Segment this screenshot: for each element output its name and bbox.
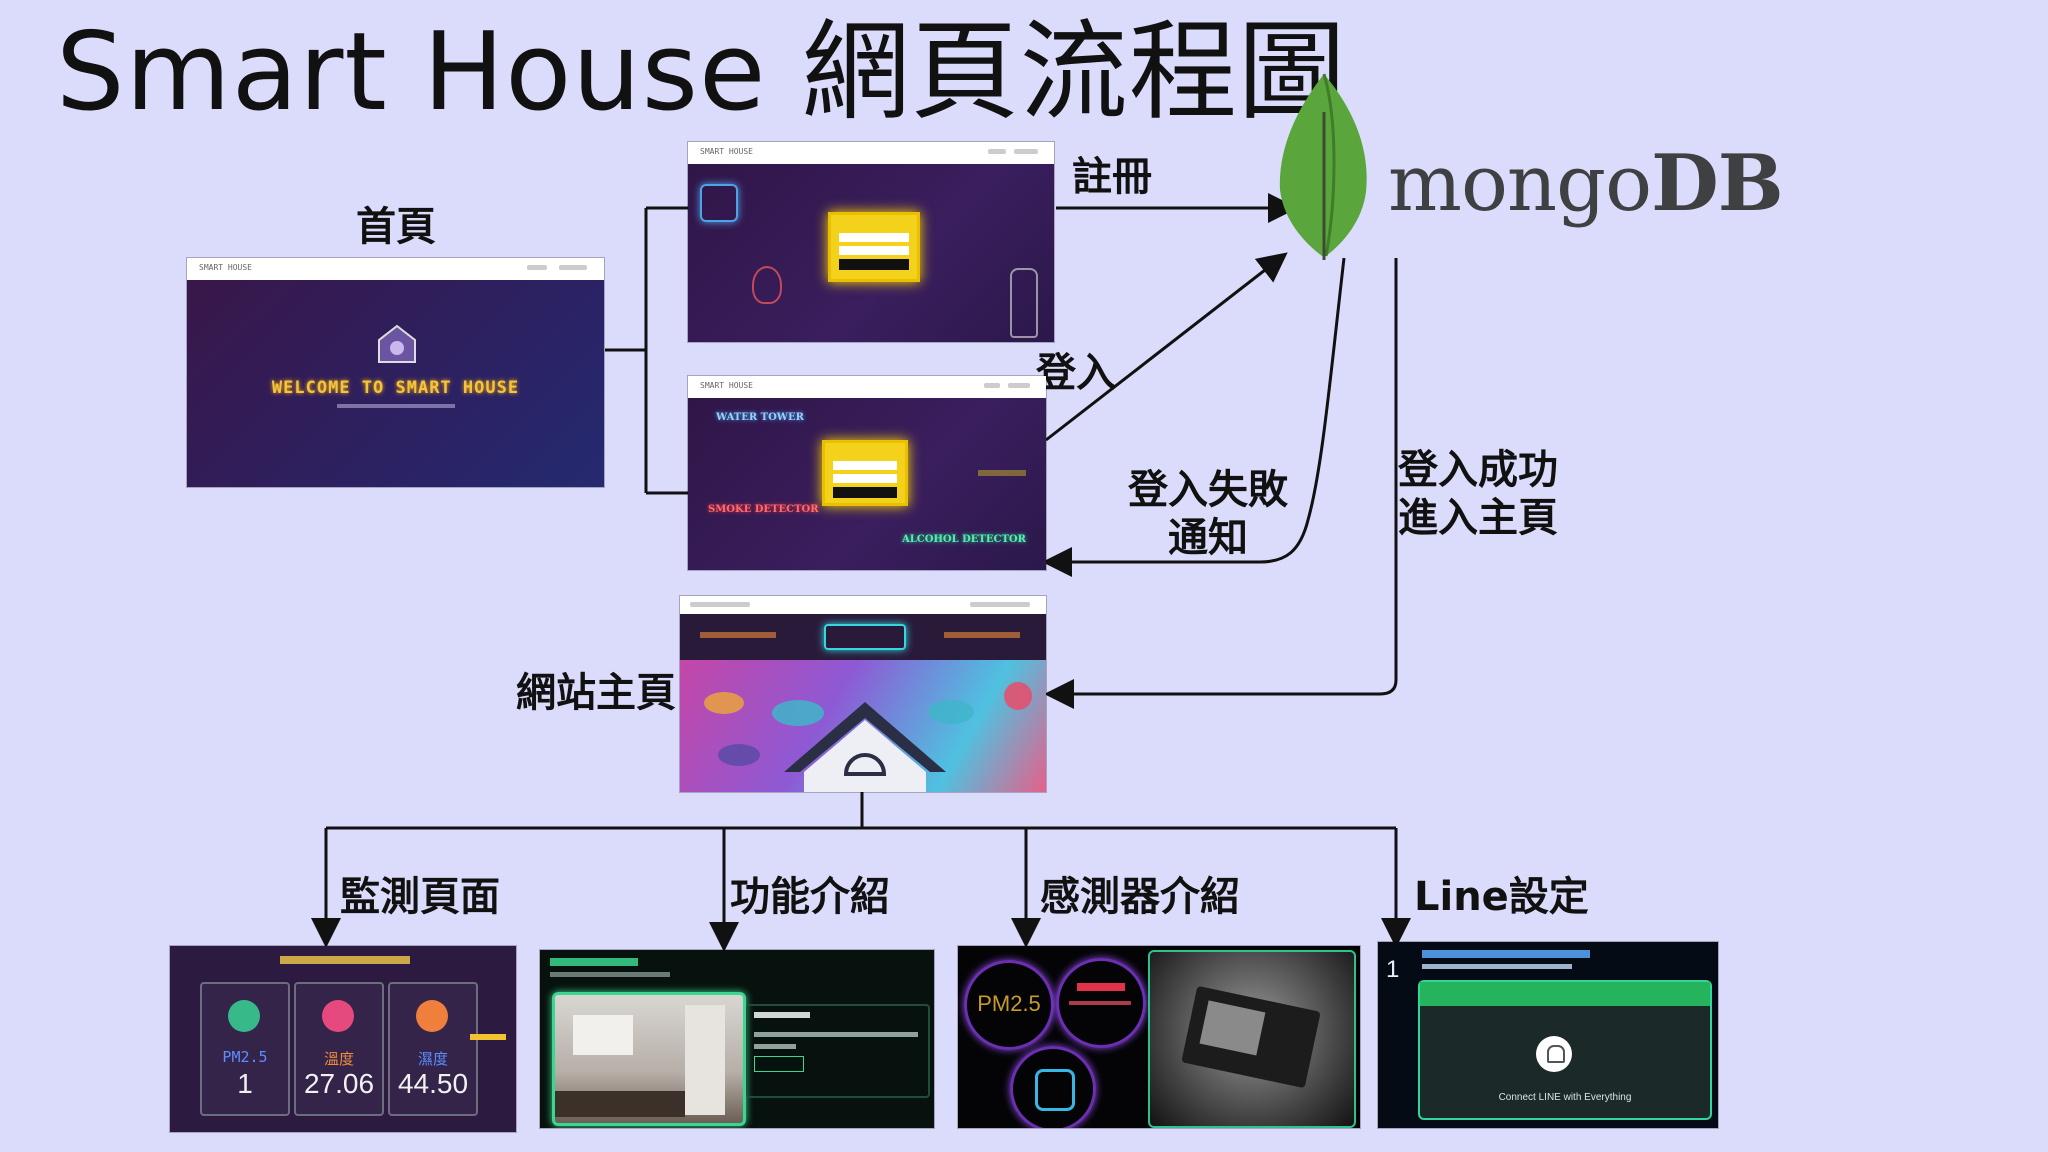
sensor-dot — [228, 1000, 260, 1032]
step-number: 1 — [1386, 956, 1400, 983]
label-features: 功能介紹 — [730, 874, 890, 920]
fire-icon — [752, 266, 782, 304]
sensor-card: PM2.5 1 — [200, 982, 290, 1116]
label-login-fail: 登入失敗 通知 — [1128, 467, 1288, 561]
sensor-dot — [322, 1000, 354, 1032]
alcohol-circle — [1056, 958, 1146, 1048]
bell-icon — [1536, 1036, 1572, 1072]
mongodb-wordmark: mongoDB — [1388, 138, 1784, 229]
pm-circle: PM2.5 — [964, 960, 1054, 1050]
welcome-text: WELCOME TO SMART HOUSE — [271, 378, 520, 398]
label-line: Line設定 — [1414, 874, 1589, 920]
line-footer-text: Connect LINE with Everything — [1498, 1092, 1632, 1103]
esp32-photo — [1148, 950, 1356, 1128]
register-form — [828, 212, 920, 282]
water-circle — [1010, 1046, 1096, 1128]
label-register: 註冊 — [1072, 154, 1152, 200]
login-screenshot: SMART HOUSE WATER TOWER SMOKE DETECTOR A… — [688, 376, 1046, 570]
register-screenshot: SMART HOUSE — [688, 142, 1054, 342]
sensors-screenshot: PM2.5 — [958, 946, 1360, 1128]
monitor-screenshot: PM2.5 1 溫度 27.06 濕度 44.50 — [170, 946, 516, 1132]
login-alcohol-text: ALCOHOL DETECTOR — [902, 534, 1026, 545]
login-smoke-text: SMOKE DETECTOR — [708, 504, 819, 515]
label-login-success: 登入成功 進入主頁 — [1398, 447, 1558, 541]
sensor-dot — [416, 1000, 448, 1032]
bottle-icon — [1010, 268, 1038, 338]
login-water-text: WATER TOWER — [716, 412, 804, 423]
label-site-main: 網站主頁 — [516, 670, 676, 716]
home-screenshot: SMART HOUSE WELCOME TO SMART HOUSE — [187, 258, 604, 487]
kitchen-photo — [552, 992, 746, 1126]
mongodb-leaf-icon — [1279, 73, 1367, 260]
water-icon — [700, 184, 738, 222]
page-title: Smart House 網頁流程圖 — [56, 10, 1347, 135]
line-screenshot: 1 Connect LINE with Everything — [1378, 942, 1718, 1128]
main-site-screenshot — [680, 596, 1046, 792]
features-screenshot — [540, 950, 934, 1128]
login-form — [822, 440, 908, 506]
house-logo-icon — [378, 324, 416, 363]
house-illustration-icon — [784, 702, 946, 792]
label-sensors: 感測器介紹 — [1040, 874, 1240, 920]
sensor-card: 濕度 44.50 — [388, 982, 478, 1116]
label-monitor: 監測頁面 — [340, 874, 500, 920]
label-login: 登入 — [1036, 350, 1116, 396]
label-home: 首頁 — [356, 204, 436, 250]
line-notify-card: Connect LINE with Everything — [1418, 980, 1712, 1120]
sensor-card: 溫度 27.06 — [294, 982, 384, 1116]
